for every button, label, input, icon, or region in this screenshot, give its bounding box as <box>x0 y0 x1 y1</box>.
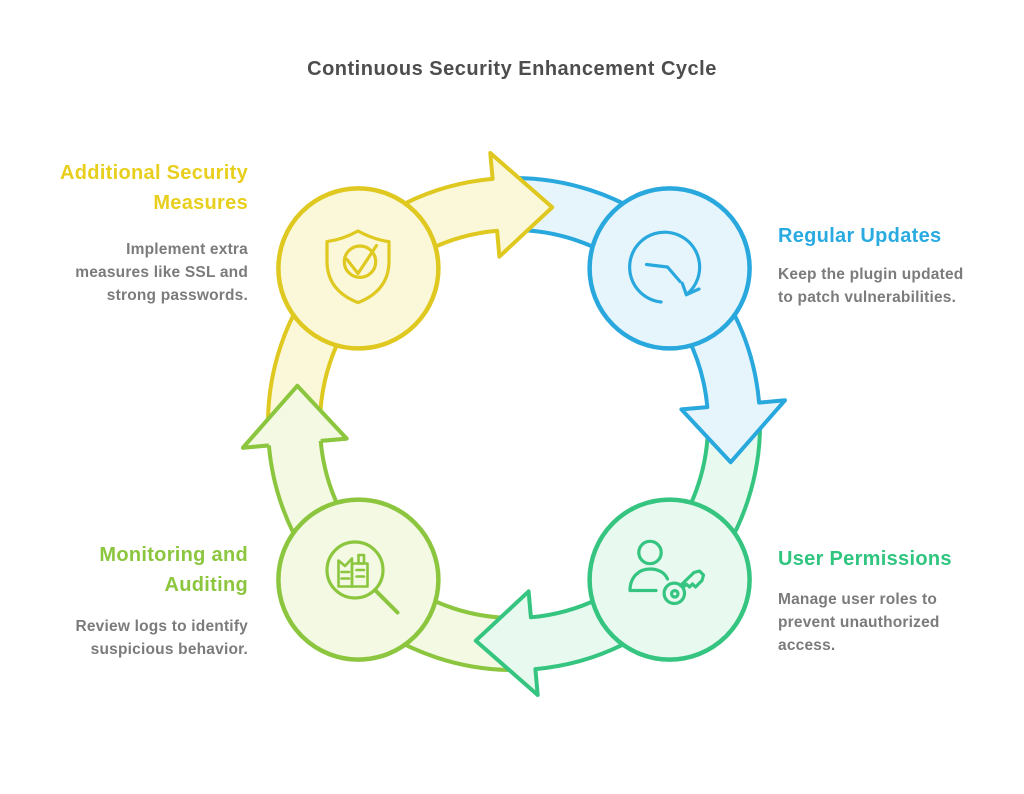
heading-line: Additional Security <box>60 162 248 184</box>
node-description: Manage user roles to prevent unauthorize… <box>778 588 1018 657</box>
node-circle-monitoring <box>276 497 441 662</box>
description-line: to patch vulnerabilities. <box>778 289 957 306</box>
description-line: access. <box>778 637 836 654</box>
log-magnifier-icon <box>325 540 400 615</box>
description-line: Manage user roles to <box>778 591 938 608</box>
node-label-regular-updates: Regular Updates Keep the plugin updated … <box>778 221 1018 309</box>
node-circle-user-permissions <box>587 497 752 662</box>
diagram-title: Continuous Security Enhancement Cycle <box>307 58 717 80</box>
node-label-additional-security: Additional Security Measures Implement e… <box>8 158 248 307</box>
description-line: prevent unauthorized <box>778 614 940 631</box>
heading-line: Regular Updates <box>778 225 942 247</box>
node-heading: User Permissions <box>778 544 1018 574</box>
node-circle-additional-security <box>276 186 441 351</box>
shield-check-icon <box>325 229 391 305</box>
description-line: Keep the plugin updated <box>778 266 964 283</box>
description-line: Implement extra <box>126 241 248 258</box>
node-heading: Regular Updates <box>778 221 1018 251</box>
node-label-user-permissions: User Permissions Manage user roles to pr… <box>778 544 1018 657</box>
description-line: strong passwords. <box>106 287 248 304</box>
user-key-icon <box>628 539 706 606</box>
node-heading: Additional Security Measures <box>8 158 248 218</box>
heading-line: User Permissions <box>778 548 952 570</box>
description-line: suspicious behavior. <box>90 641 248 658</box>
heading-line: Auditing <box>164 574 248 596</box>
description-line: Review logs to identify <box>75 618 248 635</box>
node-heading: Monitoring and Auditing <box>8 540 248 600</box>
heading-line: Measures <box>153 192 248 214</box>
node-description: Keep the plugin updated to patch vulnera… <box>778 263 1018 309</box>
description-line: measures like SSL and <box>75 264 248 281</box>
update-clock-icon <box>628 230 702 304</box>
node-description: Review logs to identify suspicious behav… <box>8 615 248 661</box>
node-label-monitoring: Monitoring and Auditing Review logs to i… <box>8 540 248 661</box>
node-description: Implement extra measures like SSL and st… <box>8 238 248 307</box>
cycle-arrowhead-monitoring <box>241 383 349 450</box>
heading-line: Monitoring and <box>99 544 248 566</box>
